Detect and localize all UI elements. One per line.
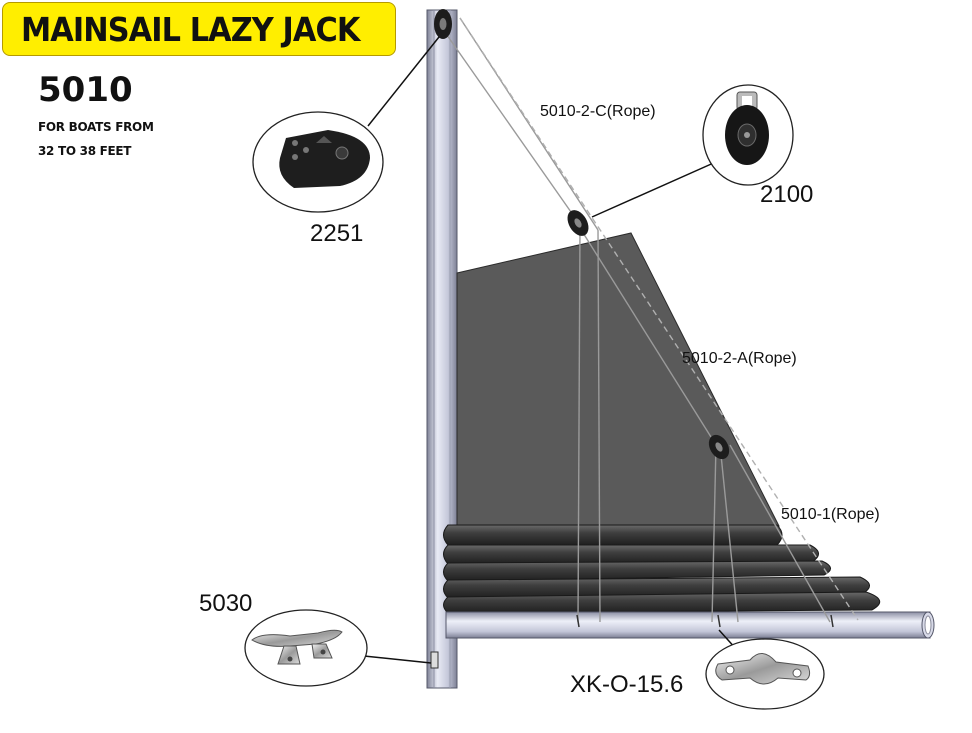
boat-size-line-1: FOR BOATS FROM	[38, 120, 154, 134]
upper-block-icon	[567, 210, 589, 236]
mast-cleat-icon	[430, 651, 439, 669]
lower-block-icon	[708, 434, 730, 460]
model-number: 5010	[38, 70, 133, 110]
label-cleat-5030: 5030	[199, 590, 253, 617]
label-rope-c: 5010-2-C(Rope)	[540, 103, 656, 120]
label-rope-a: 5010-2-A(Rope)	[682, 350, 797, 367]
label-rope-1: 5010-1(Rope)	[781, 506, 880, 523]
folded-sail	[443, 524, 881, 614]
detail-2251-block	[252, 111, 384, 213]
title-banner: MAINSAIL LAZY JACK	[2, 2, 396, 56]
label-eye-strap: XK-O-15.6	[570, 671, 684, 698]
detail-eye-strap	[705, 638, 825, 710]
detail-5030-cleat	[244, 609, 368, 687]
masthead-block-icon	[434, 9, 452, 39]
mast	[426, 9, 458, 689]
lazy-jack-lines	[441, 17, 859, 623]
detail-2100-block	[702, 84, 794, 186]
boom	[445, 611, 935, 639]
mainsail	[456, 232, 780, 527]
boat-size-line-2: 32 TO 38 FEET	[38, 144, 132, 158]
page-title: MAINSAIL LAZY JACK	[21, 9, 360, 49]
label-block-2100: 2100	[760, 181, 814, 208]
boom-strap-marks	[576, 614, 834, 628]
label-block-2251: 2251	[310, 220, 364, 247]
